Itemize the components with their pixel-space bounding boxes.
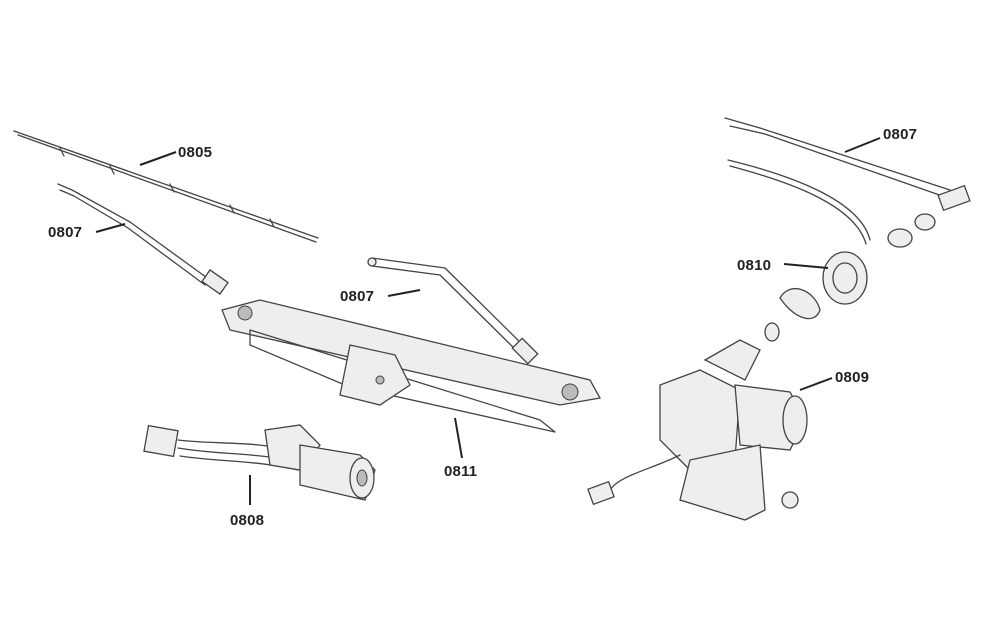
label-wiper-arm-left: 0807 <box>48 224 83 241</box>
wiper-motor-large-part <box>587 339 808 521</box>
leader-lines <box>95 137 881 505</box>
wiper-blade-part <box>13 130 319 243</box>
wiper-motor-small-part <box>143 424 376 501</box>
label-wiper-blade: 0805 <box>178 144 213 161</box>
label-wiper-motor-small: 0808 <box>230 512 265 529</box>
wiper-arm-left-part <box>57 183 229 295</box>
wiper-arm-center-part <box>367 257 539 365</box>
label-wiper-motor-large: 0809 <box>835 369 870 386</box>
label-wiper-arm-right: 0807 <box>883 126 918 143</box>
wiper-linkage-part <box>221 299 602 433</box>
wiper-arm-right-part <box>724 117 971 248</box>
wiper-spindle-seal-part <box>764 251 868 342</box>
label-wiper-spindle-seal: 0810 <box>737 257 772 274</box>
label-wiper-linkage: 0811 <box>444 463 478 480</box>
label-wiper-arm-center: 0807 <box>340 288 375 305</box>
